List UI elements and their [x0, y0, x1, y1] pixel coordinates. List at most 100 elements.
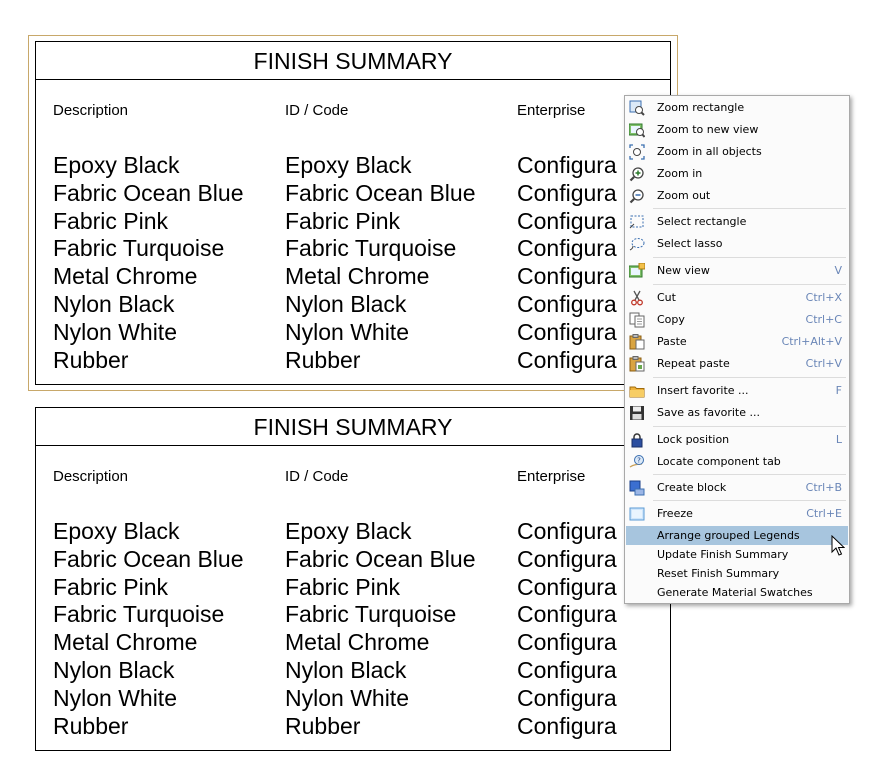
- cell-description: Metal Chrome: [53, 263, 198, 290]
- finish-summary-table-1[interactable]: FINISH SUMMARY Description ID / Code Ent…: [35, 41, 671, 385]
- menu-item-label: Repeat paste: [657, 357, 730, 370]
- menu-item-select-rectangle[interactable]: Select rectangle: [626, 211, 848, 232]
- menu-item-copy[interactable]: Copy Ctrl+C: [626, 309, 848, 330]
- cell-enterprise: Configura: [517, 656, 617, 683]
- menu-item-update-finish-summary[interactable]: Update Finish Summary: [626, 545, 848, 564]
- finish-summary-table-2[interactable]: FINISH SUMMARY Description ID / Code Ent…: [35, 407, 671, 751]
- cell-enterprise: Configura: [517, 235, 617, 262]
- menu-item-label: Zoom out: [657, 189, 711, 202]
- menu-item-shortcut: Ctrl+B: [805, 481, 842, 494]
- menu-item-arrange-grouped-legends[interactable]: Arrange grouped Legends: [626, 526, 848, 545]
- menu-item-label: Zoom rectangle: [657, 101, 745, 114]
- context-menu: Zoom rectangle Zoom to new view Zoom in …: [624, 95, 850, 604]
- zoom-new-view-icon: [629, 122, 645, 138]
- cell-id-code: Fabric Ocean Blue: [285, 179, 476, 206]
- menu-item-cut[interactable]: Cut Ctrl+X: [626, 287, 848, 308]
- cell-enterprise: Configura: [517, 518, 617, 544]
- menu-item-shortcut: Ctrl+Alt+V: [781, 335, 842, 348]
- zoom-in-icon: [629, 166, 645, 182]
- menu-item-generate-material-swatches[interactable]: Generate Material Swatches: [626, 583, 848, 602]
- header-enterprise: Enterprise: [517, 102, 586, 119]
- menu-item-label: Arrange grouped Legends: [657, 529, 800, 542]
- menu-item-save-as-favorite[interactable]: Save as favorite ...: [626, 402, 848, 423]
- menu-item-zoom-to-new-view[interactable]: Zoom to new view: [626, 119, 848, 140]
- floppy-disk-icon: [629, 405, 645, 421]
- menu-item-create-block[interactable]: Create block Ctrl+B: [626, 477, 848, 498]
- cell-description: Fabric Pink: [53, 207, 169, 234]
- cell-enterprise: Configura: [517, 179, 617, 206]
- menu-item-shortcut: Ctrl+V: [805, 357, 842, 370]
- menu-separator: [653, 426, 846, 427]
- header-id-code: ID / Code: [285, 102, 349, 119]
- cell-id-code: Fabric Turquoise: [285, 235, 457, 262]
- menu-separator: [653, 377, 846, 378]
- select-rectangle-icon: [629, 214, 645, 230]
- cell-description: Metal Chrome: [53, 629, 198, 656]
- cell-enterprise: Configura: [517, 545, 617, 572]
- folder-icon: [629, 383, 645, 399]
- menu-item-label: Create block: [657, 481, 727, 494]
- cell-description: Epoxy Black: [53, 152, 180, 178]
- cell-description: Fabric Turquoise: [53, 235, 225, 262]
- menu-item-label: Zoom in: [657, 167, 703, 180]
- menu-item-label: Generate Material Swatches: [657, 586, 813, 599]
- menu-item-shortcut: Ctrl+E: [806, 507, 842, 520]
- menu-item-lock-position[interactable]: Lock position L: [626, 429, 848, 450]
- menu-item-repeat-paste[interactable]: Repeat paste Ctrl+V: [626, 353, 848, 374]
- menu-item-label: Lock position: [657, 433, 730, 446]
- menu-item-locate-component-tab[interactable]: ? Locate component tab: [626, 451, 848, 472]
- menu-item-shortcut: L: [835, 433, 842, 446]
- menu-item-paste[interactable]: Paste Ctrl+Alt+V: [626, 331, 848, 352]
- menu-item-insert-favorite[interactable]: Insert favorite ... F: [626, 380, 848, 401]
- cell-id-code: Epoxy Black: [285, 152, 412, 178]
- cell-description: Nylon Black: [53, 656, 175, 683]
- select-lasso-icon: [629, 236, 645, 252]
- mouse-pointer-icon: [831, 535, 845, 556]
- cell-id-code: Metal Chrome: [285, 629, 430, 656]
- menu-item-shortcut: Ctrl+C: [805, 313, 842, 326]
- menu-item-label: New view: [657, 264, 710, 277]
- header-enterprise: Enterprise: [517, 468, 586, 485]
- cell-id-code: Nylon White: [285, 684, 409, 711]
- cell-id-code: Nylon White: [285, 318, 409, 345]
- header-id-code: ID / Code: [285, 468, 349, 485]
- table-row: Fabric Turquoise Fabric Turquoise Configur…: [36, 235, 670, 263]
- cell-id-code: Rubber: [285, 346, 361, 373]
- menu-item-select-lasso[interactable]: Select lasso: [626, 233, 848, 254]
- menu-item-label: Save as favorite ...: [657, 406, 760, 419]
- menu-item-label: Select rectangle: [657, 215, 747, 228]
- menu-item-label: Select lasso: [657, 237, 723, 250]
- menu-item-new-view[interactable]: New view V: [626, 260, 848, 281]
- menu-item-label: Reset Finish Summary: [657, 567, 780, 580]
- new-view-icon: [629, 263, 645, 279]
- cell-id-code: Nylon Black: [285, 290, 407, 317]
- zoom-out-icon: [629, 188, 645, 204]
- cell-enterprise: Configura: [517, 207, 617, 234]
- menu-item-reset-finish-summary[interactable]: Reset Finish Summary: [626, 564, 848, 583]
- cell-enterprise: Configura: [517, 346, 617, 373]
- menu-item-zoom-rectangle[interactable]: Zoom rectangle: [626, 97, 848, 118]
- header-description: Description: [53, 102, 129, 119]
- menu-item-zoom-in-all-objects[interactable]: Zoom in all objects: [626, 141, 848, 162]
- cell-id-code: Rubber: [285, 712, 361, 739]
- cell-enterprise: Configura: [517, 573, 617, 600]
- cell-enterprise: Configura: [517, 712, 617, 739]
- cell-description: Nylon White: [53, 318, 177, 345]
- menu-item-zoom-out[interactable]: Zoom out: [626, 185, 848, 206]
- menu-item-zoom-in[interactable]: Zoom in: [626, 163, 848, 184]
- cell-description: Nylon Black: [53, 290, 175, 317]
- menu-item-freeze[interactable]: Freeze Ctrl+E: [626, 503, 848, 524]
- cell-enterprise: Configura: [517, 263, 617, 290]
- locate-tab-icon: ?: [629, 454, 645, 470]
